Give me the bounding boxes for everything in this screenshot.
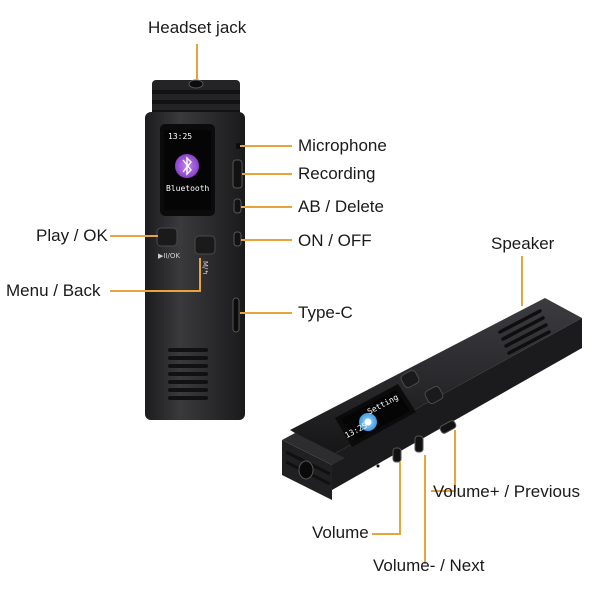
label-speaker: Speaker (491, 234, 555, 253)
label-on-off: ON / OFF (298, 231, 372, 250)
recording-switch (232, 159, 243, 189)
label-ab-delete: AB / Delete (298, 197, 384, 216)
vertical-recorder (145, 79, 245, 420)
vertical-speaker-grille (168, 348, 208, 400)
label-volume: Volume (312, 523, 369, 542)
horizontal-menu-button (400, 369, 420, 389)
horizontal-speaker-grille (498, 309, 551, 355)
label-play-ok: Play / OK (36, 226, 108, 245)
menu-back-button (194, 235, 216, 255)
callout-lines (110, 44, 523, 564)
mic-hole-h (376, 464, 380, 468)
label-volume-plus: Volume+ / Previous (433, 482, 580, 501)
microphone-hole (236, 143, 241, 149)
vertical-screen-time: 13:25 (168, 132, 193, 141)
label-headset-jack: Headset jack (148, 18, 247, 37)
label-recording: Recording (298, 164, 376, 183)
label-volume-minus: Volume- / Next (373, 556, 485, 575)
on-off-button (233, 231, 242, 247)
play-ok-button (156, 227, 178, 247)
horizontal-play-button (424, 385, 444, 405)
play-ok-mark: ▶II/OK (158, 252, 180, 260)
horizontal-screen (341, 390, 410, 441)
label-type-c: Type-C (298, 303, 353, 322)
menu-back-mark: M/↰ (201, 260, 210, 276)
volume-plus-button (439, 420, 457, 434)
volume-minus-button (414, 435, 424, 453)
horizontal-front-face (332, 318, 582, 490)
type-c-port (232, 297, 240, 333)
volume-button (392, 447, 402, 463)
horizontal-recorder (282, 298, 582, 500)
vertical-screen-label: Bluetooth (166, 184, 210, 193)
label-microphone: Microphone (298, 136, 387, 155)
horizontal-headset-jack (298, 460, 314, 480)
label-menu-back: Menu / Back (6, 281, 101, 300)
ab-delete-button (233, 198, 242, 214)
headset-jack-port (188, 79, 204, 89)
